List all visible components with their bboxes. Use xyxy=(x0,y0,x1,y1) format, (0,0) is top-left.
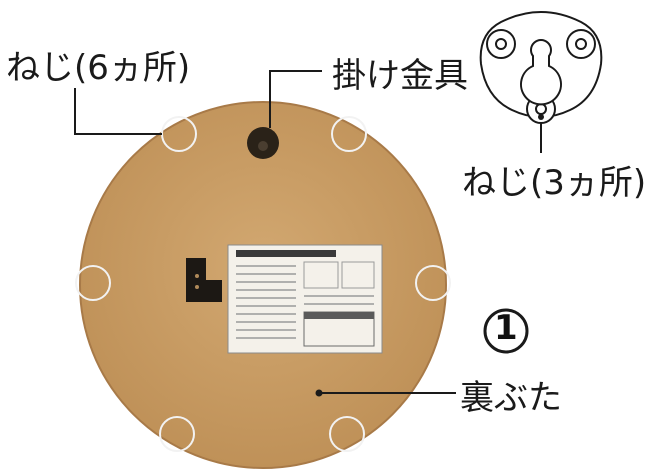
label-hanger: 掛け金具 xyxy=(332,56,468,96)
leader-screws-six xyxy=(74,88,162,135)
leader-hanger xyxy=(269,70,322,128)
keyhole-icon xyxy=(520,39,562,106)
part-number-circle xyxy=(483,308,529,354)
hanger-bracket-inset xyxy=(479,11,603,124)
screw-ring-bottom-left xyxy=(159,416,195,452)
screw-ring-left xyxy=(75,265,111,301)
screw-ring-bottom-right xyxy=(329,416,365,452)
hanger-center xyxy=(258,141,268,151)
instruction-sticker xyxy=(227,244,383,354)
label-part-number: 1 xyxy=(494,308,518,348)
screw-rings xyxy=(75,116,451,452)
bracket-screw-left xyxy=(486,29,516,59)
screw-ring-top-right xyxy=(331,116,367,152)
label-back-cover: 裏ぶた xyxy=(460,378,562,418)
bracket-screw-left-inner xyxy=(495,38,507,50)
battery-slot-icon xyxy=(186,258,222,302)
label-screws-six: ねじ(6ヵ所) xyxy=(6,48,191,88)
sticker-box-header xyxy=(304,312,374,319)
sticker-figure-2 xyxy=(341,261,375,289)
label-screws-three: ねじ(3ヵ所) xyxy=(462,163,647,203)
leader-lines xyxy=(74,70,542,394)
sticker-figure xyxy=(303,261,339,289)
sticker-text-lines xyxy=(236,265,374,339)
bracket-screw-right xyxy=(566,29,596,59)
sticker-header xyxy=(236,250,336,257)
bracket-screw-right-inner xyxy=(575,38,587,50)
battery-dot-2 xyxy=(195,285,199,289)
battery-dot-1 xyxy=(195,274,199,278)
screw-ring-right xyxy=(415,265,451,301)
screws-three-dot xyxy=(538,114,544,120)
